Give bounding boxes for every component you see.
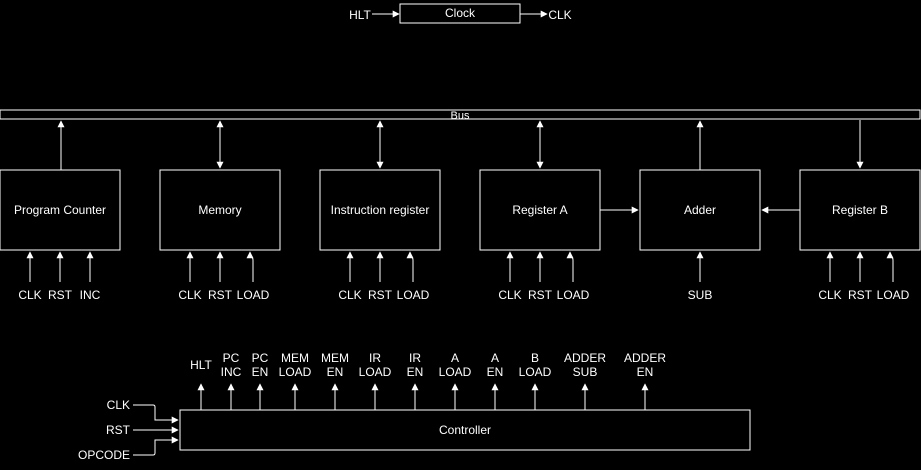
controller-box [179,409,751,451]
module-adder: Adder [639,169,761,251]
memory-input-rst: RST [208,288,233,302]
register-b-box [799,169,921,251]
register-b-label: Register B [832,203,888,217]
register-a-load-wire [566,251,574,282]
module-program-counter: Program Counter [0,169,121,251]
clock-output-label: CLK [548,8,571,22]
ctrl-output-hlt: HLT [190,358,212,372]
memory-label: Memory [198,203,241,217]
ctrl-output-mem-load-line2: LOAD [279,365,312,379]
module-instruction-register: Instruction register [319,169,441,251]
register-a-label: Register A [512,203,567,217]
ctrl-output-a-en-line2: EN [487,365,504,379]
ctrl-output-b-load-line1: B [531,351,539,365]
ctrl-output-mem-load-line1: MEM [281,351,309,365]
ctrl-output-a-load-line1: A [451,351,459,365]
bus-bar [0,109,921,120]
register-a-input-rst: RST [528,288,553,302]
program-counter-label: Program Counter [14,203,106,217]
ctrl-output-ir-en-line1: IR [409,351,421,365]
instruction-register-box [319,169,441,251]
register-a-input-load: LOAD [557,288,590,302]
ir-input-load: LOAD [397,288,430,302]
pc-input-rst: RST [48,288,73,302]
program-counter-box [0,169,121,251]
ir-input-rst: RST [368,288,393,302]
register-b-input-load: LOAD [877,288,910,302]
adder-input-sub: SUB [688,288,713,302]
ctrl-output-a-load-line2: LOAD [439,365,472,379]
register-b-input-clk: CLK [818,288,841,302]
ctrl-output-mem-en-line1: MEM [321,351,349,365]
module-register-a: Register A [479,169,601,251]
clock-label: Clock [445,6,476,20]
ctrl-output-ir-en-line2: EN [407,365,424,379]
pc-input-clk: CLK [18,288,41,302]
clock-block: HLT Clock CLK [349,3,572,24]
ctrl-output-adder-en-line2: EN [637,365,654,379]
ir-input-clk: CLK [338,288,361,302]
ctrl-output-a-en-line1: A [491,351,499,365]
ctrl-output-ir-load-line1: IR [369,351,381,365]
register-a-box [479,169,601,251]
register-a-input-clk: CLK [498,288,521,302]
adder-label: Adder [684,203,716,217]
ctrl-output-pc-en-line1: PC [252,351,269,365]
ctrl-output-adder-en-line1: ADDER [624,351,666,365]
ctrl-output-pc-inc-line2: INC [221,365,242,379]
controller-block: Controller [179,409,751,451]
register-b-input-rst: RST [848,288,873,302]
ir-load-wire [406,251,414,282]
ctrl-output-adder-sub-line2: SUB [573,365,598,379]
ctrl-output-adder-sub-line1: ADDER [564,351,606,365]
ctrl-output-b-load-line2: LOAD [519,365,552,379]
bus-label: Bus [451,110,470,122]
ctrl-output-ir-load-line2: LOAD [359,365,392,379]
ctrl-output-pc-en-line2: EN [252,365,269,379]
controller-input-opcode: OPCODE [78,448,130,462]
memory-input-load: LOAD [237,288,270,302]
controller-opcode-wire [133,436,179,456]
controller-input-clk: CLK [107,398,130,412]
clock-input-label: HLT [349,8,371,22]
register-b-load-wire [886,251,894,282]
module-register-b: Register B [799,169,921,251]
controller-label: Controller [439,423,491,437]
memory-box [159,169,281,251]
adder-box [639,169,761,251]
ctrl-output-pc-inc-line1: PC [223,351,240,365]
memory-load-wire [246,251,254,282]
ctrl-output-mem-en-line2: EN [327,365,344,379]
controller-input-rst: RST [106,423,131,437]
instruction-register-label: Instruction register [331,203,430,217]
memory-input-clk: CLK [178,288,201,302]
pc-input-inc: INC [80,288,101,302]
bus: Bus [0,109,921,122]
module-memory: Memory [159,169,281,251]
controller-clk-wire [133,404,179,424]
